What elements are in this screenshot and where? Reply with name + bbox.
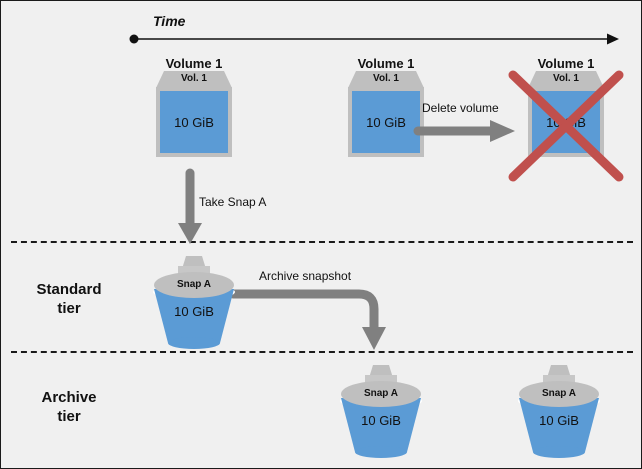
snapshot-archive-2-handle-top [547, 365, 571, 378]
volume-before-delete-tab-label: Vol. 1 [373, 72, 399, 84]
tier-divider-archive [11, 351, 633, 353]
volume-initial-tab-label: Vol. 1 [181, 72, 207, 84]
tier-label-standard-line2: tier [57, 299, 81, 317]
volume-before-delete-body: 10 GiB [348, 87, 424, 157]
volume-initial-size: 10 GiB [174, 114, 214, 130]
snapshot-archive-1-handle-base [365, 375, 397, 384]
tier-label-archive-line1: Archive [41, 389, 97, 406]
volume-initial-icon: Vol. 1 10 GiB [134, 71, 254, 171]
snapshot-archive-2-handle-base [543, 375, 575, 384]
snapshot-standard-icon: Snap A 10 GiB [134, 256, 254, 352]
timeline-label: Time [153, 13, 186, 29]
volume-deleted[interactable]: Volume 1 Vol. 1 10 GiB [506, 56, 626, 171]
volume-initial-tab: Vol. 1 [156, 71, 232, 88]
snapshot-archive-1-bottom [355, 446, 407, 458]
tier-label-standard: Standard tier [9, 281, 129, 319]
volume-deleted-size: 10 GiB [546, 114, 586, 130]
volume-before-delete-size: 10 GiB [366, 114, 406, 130]
snapshot-standard-bottom [168, 337, 220, 349]
snapshot-archive-2-icon: Snap A 10 GiB [499, 365, 619, 461]
snapshot-archive-1-body [341, 398, 421, 452]
snapshot-standard-cap-label: Snap A [176, 279, 212, 290]
volume-deleted-icon: Vol. 1 10 GiB [506, 71, 626, 171]
archive-snapshot-label: Archive snapshot [259, 269, 352, 283]
snapshot-standard[interactable]: Snap A 10 GiB [134, 256, 254, 352]
snapshot-standard-body [154, 289, 234, 343]
snapshot-archive-2-cap: Snap A [519, 381, 599, 407]
snapshot-archive-1-size: 10 GiB [361, 413, 401, 428]
snapshot-archive-2-body [519, 398, 599, 452]
archive-snapshot-arrow [228, 289, 386, 350]
volume-before-delete-title: Volume 1 [357, 56, 415, 71]
snapshot-archive-1-cap: Snap A [341, 381, 421, 407]
volume-initial[interactable]: Volume 1 Vol. 1 10 GiB [134, 56, 254, 171]
snapshot-archive-1-icon: Snap A 10 GiB [321, 365, 441, 461]
snapshot-archive-2-cap-label: Snap A [541, 388, 577, 399]
volume-before-delete[interactable]: Volume 1 Vol. 1 10 GiB [326, 56, 446, 171]
volume-initial-title: Volume 1 [165, 56, 223, 71]
snapshot-standard-handle-base [178, 266, 210, 275]
volume-deleted-body: 10 GiB [528, 87, 604, 157]
volume-deleted-tab: Vol. 1 [528, 71, 604, 88]
snapshot-standard-size: 10 GiB [174, 304, 214, 319]
snapshot-archive-2-size: 10 GiB [539, 413, 579, 428]
snapshot-standard-handle-top [182, 256, 206, 269]
snapshot-archive-2[interactable]: Snap A 10 GiB [499, 365, 619, 461]
snapshot-archive-2-bottom [533, 446, 585, 458]
snapshot-archive-1[interactable]: Snap A 10 GiB [321, 365, 441, 461]
tier-divider-standard [11, 241, 633, 243]
volume-before-delete-tab: Vol. 1 [348, 71, 424, 88]
volume-deleted-tab-label: Vol. 1 [553, 72, 579, 84]
tier-label-archive: Archive tier [9, 389, 129, 427]
snapshot-archive-1-cap-label: Snap A [363, 388, 399, 399]
volume-initial-body: 10 GiB [156, 87, 232, 157]
tier-label-standard-line1: Standard [36, 281, 102, 298]
delete-volume-label: Delete volume [422, 101, 499, 115]
volume-deleted-title: Volume 1 [537, 56, 595, 71]
timeline-axis-arrow [129, 33, 619, 45]
snapshot-archive-1-handle-top [369, 365, 393, 378]
take-snap-label: Take Snap A [199, 195, 267, 209]
snapshot-standard-cap: Snap A [154, 272, 234, 298]
volume-before-delete-icon: Vol. 1 10 GiB [326, 71, 446, 171]
tier-label-archive-line2: tier [57, 407, 81, 425]
